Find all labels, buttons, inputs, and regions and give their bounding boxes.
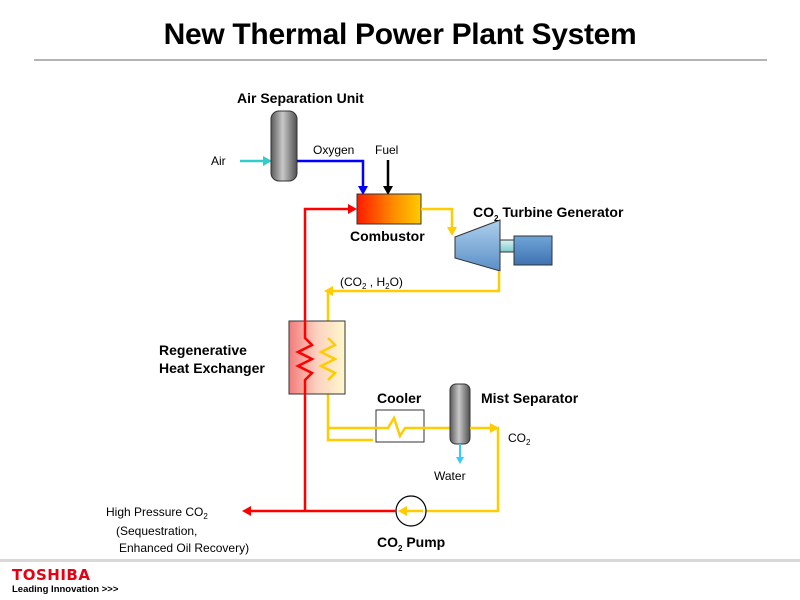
turbine-generator-label: CO2 Turbine Generator — [473, 204, 624, 223]
oxygen-flow-arrow — [297, 159, 368, 195]
water-drain-arrow — [456, 444, 464, 464]
use-label-line1: (Sequestration, — [116, 524, 197, 538]
cooler-label: Cooler — [377, 390, 422, 406]
page-title: New Thermal Power Plant System — [163, 18, 637, 51]
cooler-coil — [373, 415, 452, 439]
exhaust-flow — [324, 271, 501, 442]
generator-icon — [513, 235, 553, 266]
title-divider — [34, 59, 767, 61]
hot-co2-flow — [295, 204, 357, 511]
co2-label: CO2 — [508, 431, 531, 447]
brand-tagline: Leading Innovation >>> — [12, 584, 119, 595]
fuel-flow-arrow — [383, 160, 393, 195]
high-pressure-co2-label: High Pressure CO2 — [106, 505, 208, 521]
mist-separator-vessel — [449, 383, 471, 445]
combustor-to-turbine-flow — [421, 207, 457, 236]
exhaust-coil — [318, 337, 338, 381]
fuel-label: Fuel — [375, 143, 398, 157]
exhaust-label: (CO2 , H2O) — [340, 275, 403, 291]
combustor-box — [356, 193, 422, 225]
footer-divider — [0, 559, 800, 562]
oxygen-label: Oxygen — [313, 143, 354, 157]
high-pressure-co2-output — [242, 506, 396, 516]
turbine-shaft — [499, 239, 515, 253]
use-label-line2: Enhanced Oil Recovery) — [119, 541, 249, 555]
toshiba-logo: TOSHIBA — [12, 566, 91, 584]
air-separation-unit-vessel — [270, 110, 298, 182]
air-separation-unit-label: Air Separation Unit — [237, 90, 364, 106]
heat-exchanger-label-line1: Regenerative — [159, 342, 247, 358]
turbine-icon — [454, 219, 501, 272]
air-label: Air — [211, 154, 226, 168]
heat-exchanger-box — [288, 320, 346, 395]
heat-exchanger-label-line2: Heat Exchanger — [159, 360, 265, 376]
air-flow-arrow — [240, 156, 272, 166]
combustor-label: Combustor — [350, 228, 425, 244]
co2-to-pump-flow — [426, 423, 500, 513]
water-label: Water — [434, 469, 466, 483]
co2-pump-label: CO2 Pump — [377, 534, 445, 553]
mist-separator-label: Mist Separator — [481, 390, 579, 406]
pump-direction-arrow — [398, 506, 423, 516]
cooler-box — [375, 409, 425, 443]
